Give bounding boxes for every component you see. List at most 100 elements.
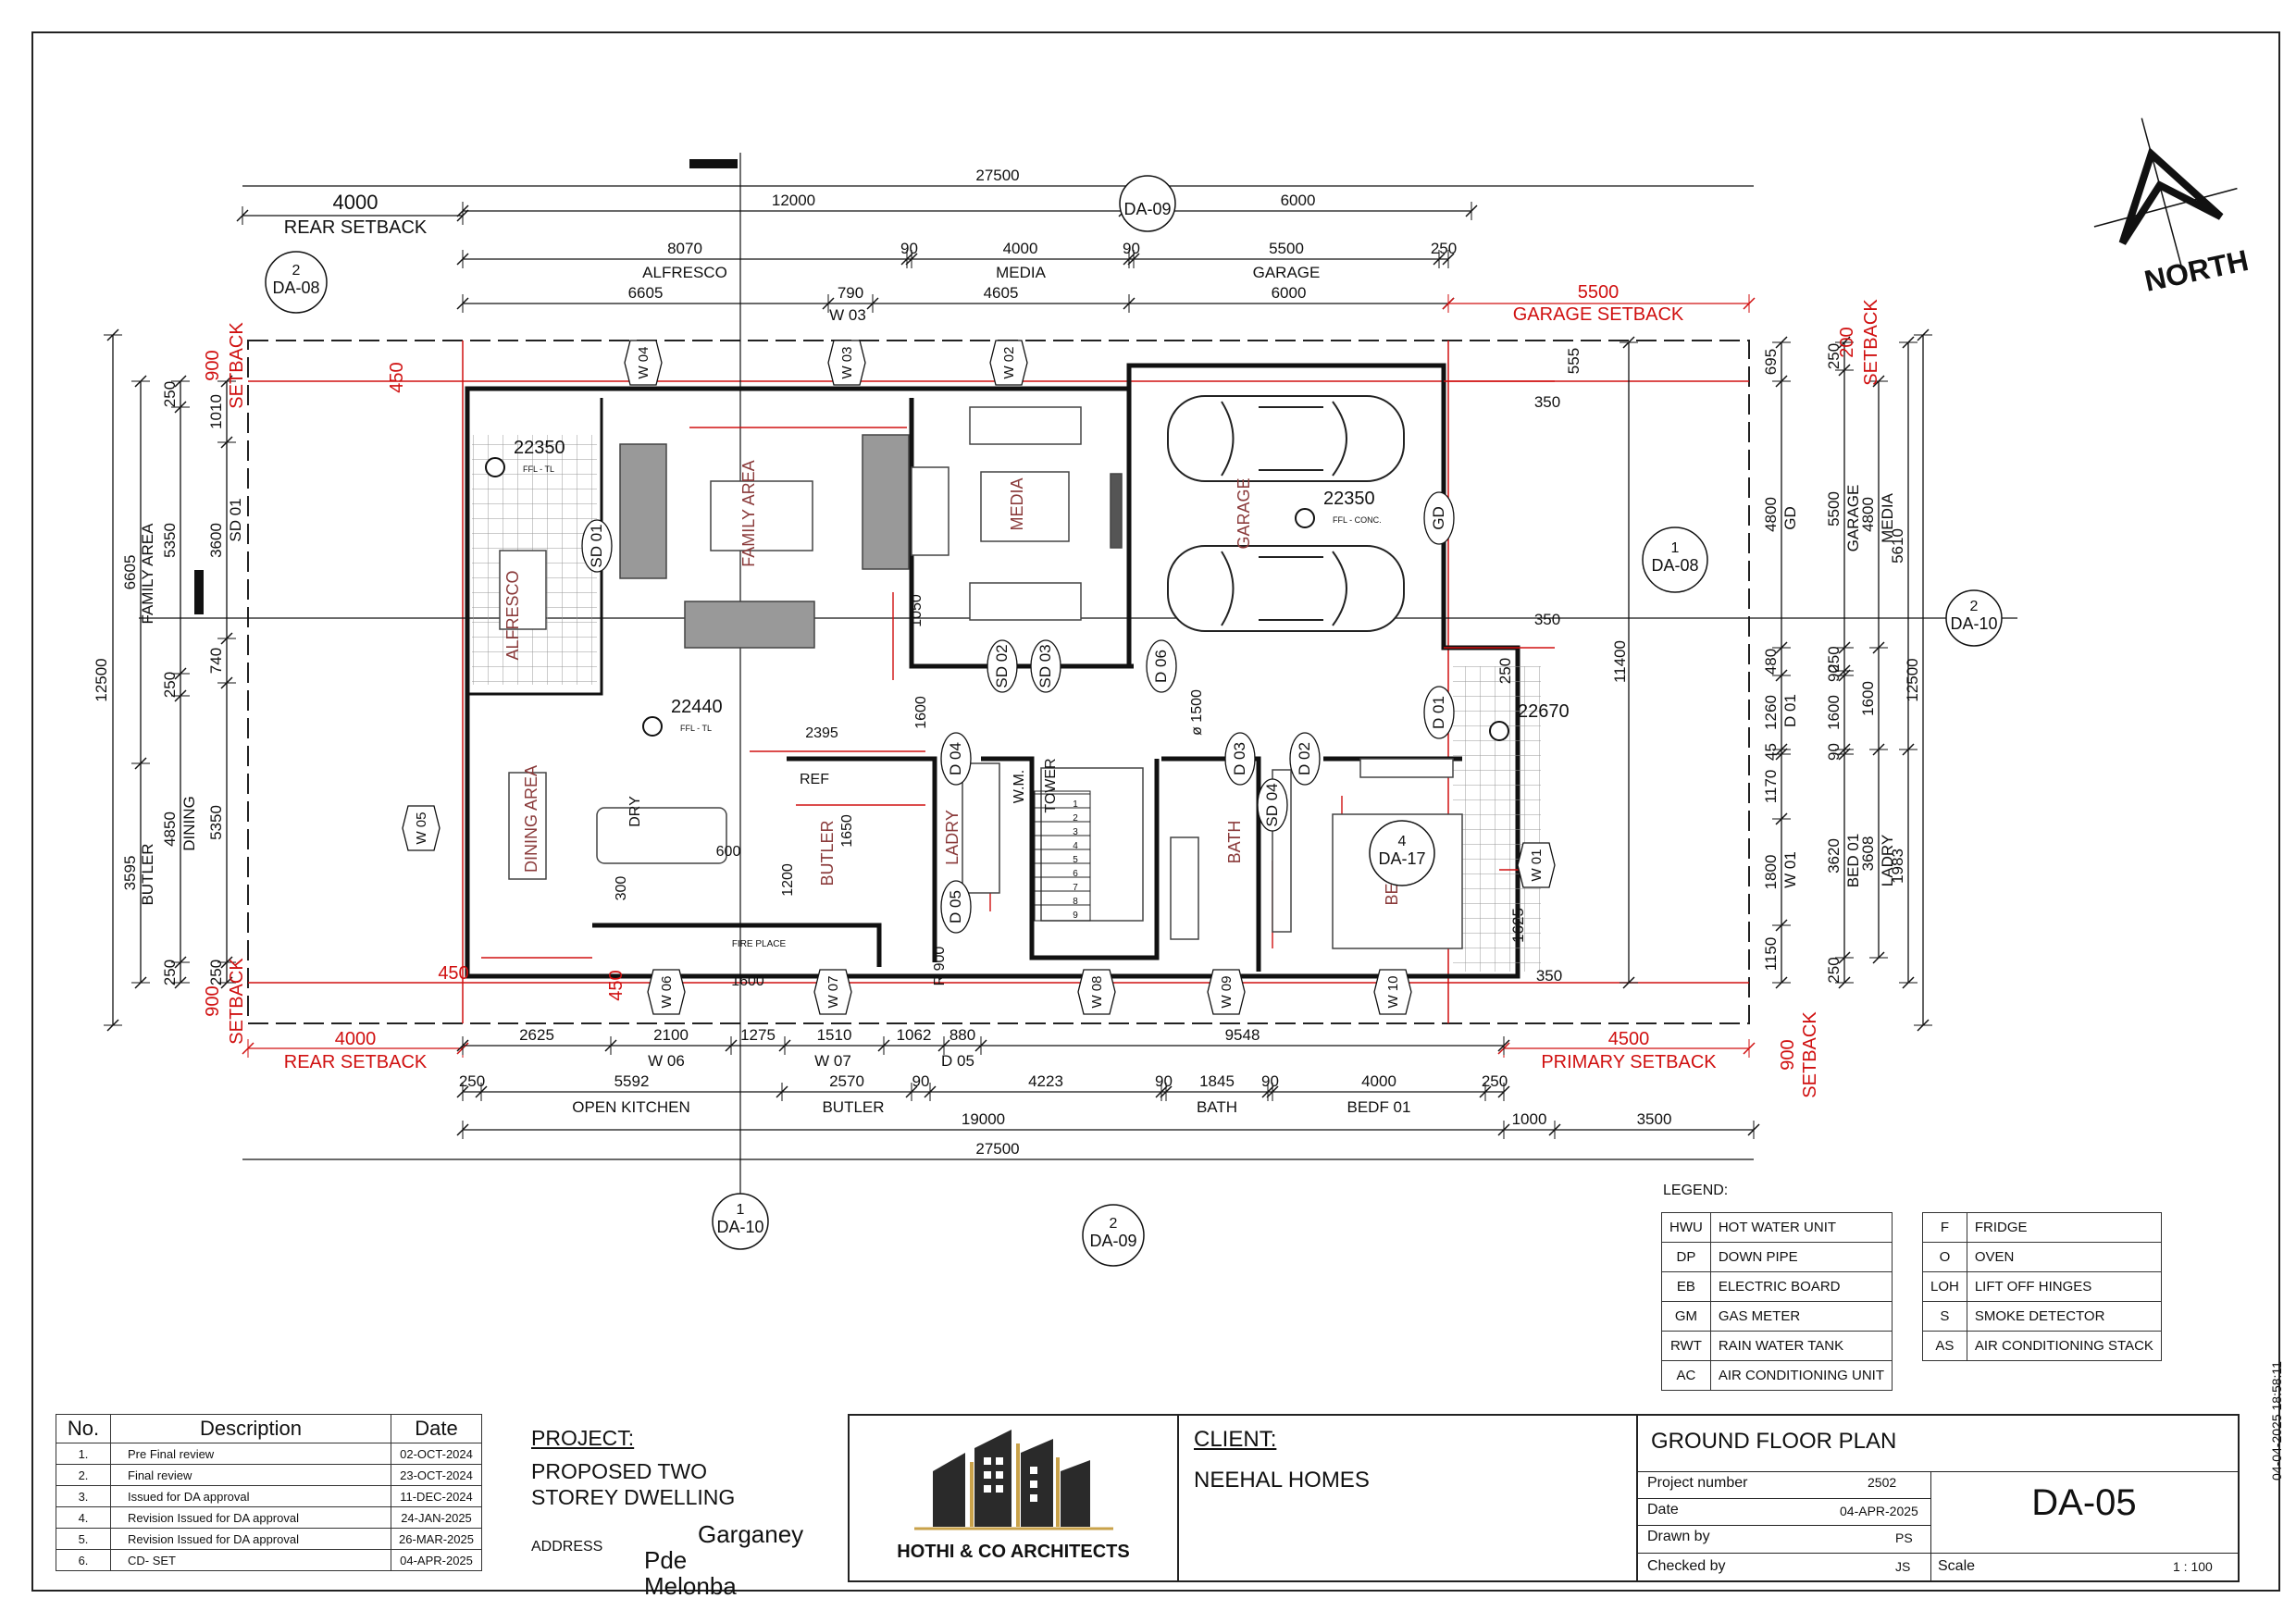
dimension-label: 250 [1825, 646, 1843, 672]
dimension-label: GD [1781, 506, 1799, 530]
drawing-title: GROUND FLOOR PLAN [1651, 1429, 1897, 1454]
dimension-label: 5500 [1825, 491, 1843, 527]
revision-description: Final review [110, 1464, 391, 1486]
dimension-label: BATH [1197, 1098, 1237, 1116]
level-value: 22670 [1518, 701, 1570, 722]
dimension-label: BUTLER [822, 1098, 884, 1116]
tag-label: D 05 [947, 890, 964, 923]
dimension-label: D 05 [941, 1052, 974, 1070]
dimension-label: 880 [949, 1026, 975, 1044]
level-value: 22440 [671, 697, 723, 717]
dimension-label: 12500 [1904, 658, 1921, 701]
dimension-label: 12000 [772, 192, 815, 209]
dimension-label: DINING [180, 796, 198, 851]
dimension-label: 200 [1837, 327, 1857, 357]
misc-annotation: REF [800, 772, 829, 787]
window-tag [1517, 842, 1556, 888]
revision-description: Pre Final review [110, 1443, 391, 1465]
title-block: HOTHI & CO ARCHITECTS CLIENT: NEEHAL HOM… [848, 1414, 2240, 1582]
drawn-by: PS [1895, 1530, 1913, 1545]
stair-number: 5 [1073, 855, 1078, 865]
window-tag-label: W 09 [1219, 975, 1235, 1008]
legend-desc: RAIN WATER TANK [1709, 1331, 1893, 1361]
dimension-label: 1845 [1199, 1072, 1235, 1090]
address-label: ADDRESS [531, 1539, 603, 1555]
level-value: 22350 [514, 438, 565, 458]
dimension-label: 5500 [1269, 240, 1304, 257]
misc-annotation: ø 1500 [1189, 689, 1205, 736]
tag-oval [940, 880, 972, 934]
north-arrow [2093, 118, 2238, 279]
scale-label: Scale [1938, 1558, 1976, 1574]
dimension-label: FAMILY AREA [139, 523, 156, 625]
dimension-label: 1600 [1859, 681, 1877, 716]
dimension-label: 90 [1123, 240, 1140, 257]
revision-date: 26-MAR-2025 [391, 1528, 482, 1550]
dimension-label: 11400 [1611, 640, 1629, 683]
dimension-label: W 06 [648, 1052, 685, 1070]
tag-oval [1257, 778, 1288, 832]
legend-desc: AIR CONDITIONING UNIT [1709, 1360, 1893, 1391]
level-note: FFL - TL [680, 724, 712, 733]
rear-setback-label-bottom: REAR SETBACK [284, 1052, 428, 1072]
legend-code: AS [1922, 1331, 1967, 1361]
room-label: LADRY [943, 810, 962, 865]
legend-code: LOH [1922, 1271, 1967, 1302]
stair-number: 8 [1073, 897, 1078, 907]
dimension-label: 4000 [1003, 240, 1038, 257]
dimension-label: 90 [1825, 664, 1843, 682]
dimension-label: 27500 [975, 167, 1019, 184]
rev-header-description: Description [110, 1414, 391, 1443]
legend-desc: LIFT OFF HINGES [1966, 1271, 2162, 1302]
dimension-label: 1625 [1509, 908, 1527, 943]
dimension-label: 3608 [1859, 836, 1877, 872]
dimension-label: GARAGE [1253, 264, 1321, 281]
dimension-label: 6000 [1281, 192, 1316, 209]
dimension-label: 900 [203, 985, 223, 1016]
dimension-label: W 07 [814, 1052, 851, 1070]
revision-date: 11-DEC-2024 [391, 1485, 482, 1507]
dimension-label: 250 [459, 1072, 485, 1090]
dimension-label: SETBACK [1800, 1011, 1820, 1098]
dimension-label: 2625 [519, 1026, 554, 1044]
window-tag-label: W 10 [1385, 975, 1401, 1008]
project-heading: PROJECT: [531, 1426, 635, 1450]
level-marker-icon [1295, 508, 1315, 528]
dimension-label: 790 [838, 284, 863, 302]
dimension-label: 1010 [207, 394, 225, 429]
dimension-label: 1000 [1512, 1110, 1547, 1128]
tag-oval [1423, 491, 1455, 545]
room-label: DINING AREA [522, 765, 540, 873]
level-marker-icon [485, 457, 505, 477]
tag-label: D 03 [1231, 742, 1248, 775]
dimension-label: 90 [900, 240, 918, 257]
project-number: 2502 [1868, 1475, 1897, 1490]
section-callout [1642, 527, 1708, 593]
north-label: NORTH [2141, 243, 2252, 298]
dimension-label: 19000 [962, 1110, 1005, 1128]
section-number: 2 [1970, 599, 1979, 614]
dimension-label: 250 [1825, 343, 1843, 369]
dimension-label: OPEN KITCHEN [572, 1098, 690, 1116]
tag-label: D 04 [947, 742, 964, 775]
dimension-label: 250 [161, 381, 179, 407]
window-tag [813, 969, 852, 1015]
stair-number: 1 [1073, 799, 1078, 810]
misc-annotation: FIRE PLACE [732, 939, 787, 949]
misc-annotation: 1600 [913, 696, 929, 729]
room-label: FAMILY AREA [739, 460, 758, 566]
window-tag-label: W 03 [839, 346, 855, 378]
checked-by-label: Checked by [1647, 1558, 1726, 1574]
dimension-label: 4800 [1859, 497, 1877, 532]
firm-logo-panel: HOTHI & CO ARCHITECTS [850, 1416, 1179, 1580]
dimension-label: MEDIA [996, 264, 1047, 281]
tag-label: D 02 [1296, 742, 1313, 775]
